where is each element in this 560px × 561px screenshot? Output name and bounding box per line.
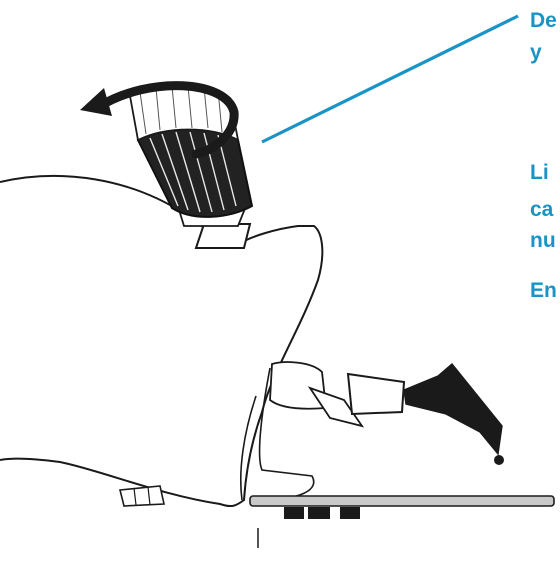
hand-outline <box>0 176 322 506</box>
callout-line-2: y <box>530 38 542 68</box>
callout-line-1: De <box>530 6 557 36</box>
callout-line-6: En <box>530 276 557 306</box>
callout-leader-line <box>262 16 518 142</box>
base-block <box>120 486 164 506</box>
board-foot-mid <box>308 507 330 519</box>
callout-line-3: Li <box>530 158 549 188</box>
rotate-arrow-head <box>80 88 112 116</box>
callout-line-4: ca <box>530 195 553 225</box>
callout-line-5: nu <box>530 226 556 256</box>
board <box>250 496 554 506</box>
board-foot-right <box>340 507 360 519</box>
board-foot-left <box>284 507 304 519</box>
tool-handle <box>348 374 404 414</box>
knob-stem <box>196 224 250 248</box>
tool-shaft <box>270 362 326 409</box>
hand-crease <box>241 396 256 500</box>
tool-tip-point <box>494 455 504 465</box>
tool-tip <box>404 364 502 454</box>
